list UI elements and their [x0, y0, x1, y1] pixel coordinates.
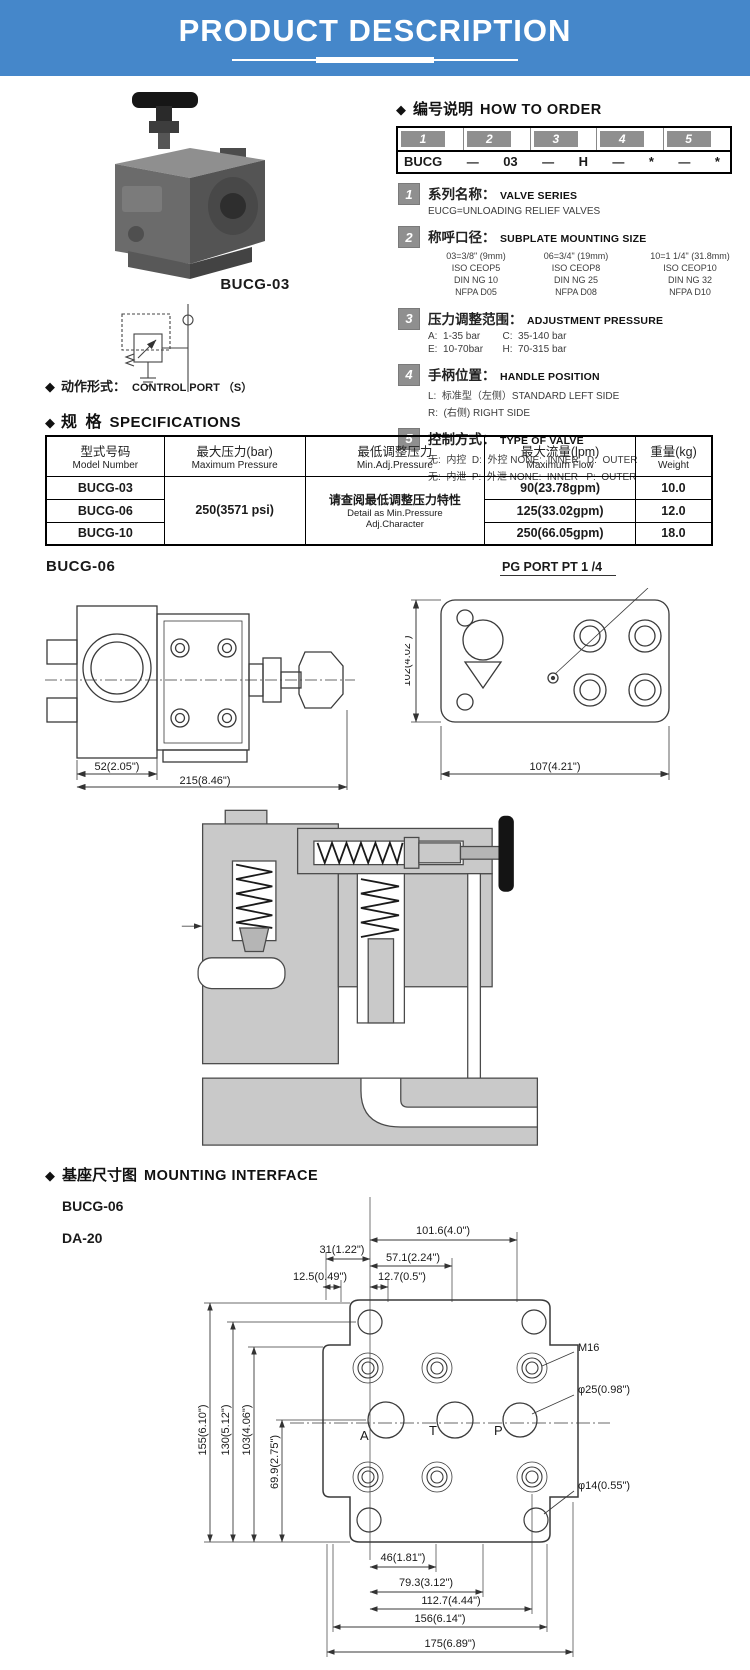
- size-col-03: 03=3/8" (9mm) ISO CEOP5 DIN NG 10 NFPA D…: [446, 251, 506, 298]
- mounting-model-label: BUCG-06: [62, 1198, 124, 1214]
- dim-31: 31(1.22"): [320, 1244, 365, 1256]
- order-item-3: 3 压力调整范围： ADJUSTMENT PRESSURE A: 1-35 ba…: [396, 307, 732, 355]
- order-code-value-row: BUCG — 03 — H — * — *: [404, 154, 720, 169]
- dim-52: 52(2.05"): [95, 761, 140, 773]
- order-code-table: 1 2 3 4 5 BUCG — 03 — H — * — *: [396, 126, 732, 174]
- dim-102: 102(4.02"): [405, 636, 413, 687]
- dim-57: 57.1(2.24"): [386, 1252, 440, 1264]
- dim-101: 101.6(4.0"): [416, 1225, 470, 1237]
- outline-drawing-front-view: 102(4.02") 107(4.21"): [405, 588, 670, 780]
- top-section: BUCG-03 ◆: [0, 76, 750, 483]
- page-title: PRODUCT DESCRIPTION: [178, 13, 572, 48]
- spec-flow-2: 250(66.05gpm): [484, 521, 636, 546]
- dim-215: 215(8.46"): [180, 775, 231, 787]
- order-code-header-row: 1 2 3 4 5: [398, 128, 730, 152]
- cross-section-section: [0, 790, 750, 1162]
- valve-photo: [70, 86, 310, 287]
- callout-d14: φ14(0.55"): [578, 1480, 630, 1492]
- code-col-2: 2: [467, 131, 512, 147]
- outline-drawings-section: BUCG-06 PG PORT PT 1 /4: [0, 550, 750, 790]
- control-port-heading: ◆ 动作形式： CONTROL PORT （S）: [45, 376, 252, 395]
- order-item-2-number: 2: [398, 226, 420, 248]
- code-col-5: 5: [666, 131, 711, 147]
- order-item-1-number: 1: [398, 183, 420, 205]
- order-item-4: 4 手柄位置： HANDLE POSITION L: 标准型（左侧）STANDA…: [396, 363, 732, 419]
- valve-photo-image: [115, 92, 265, 279]
- spec-header-minadj: 最低调整压力 Min.Adj.Pressure: [304, 435, 486, 477]
- spec-header-flow: 最大流量(lpm) Maximum Flow: [484, 435, 636, 477]
- dim-107: 107(4.21"): [530, 761, 581, 773]
- order-item-4-number: 4: [398, 363, 420, 386]
- dim-175: 175(6.89"): [425, 1638, 476, 1650]
- pg-port-label: PG PORT PT 1 /4: [500, 560, 617, 576]
- spec-row-bucg03: BUCG-03 250(3571 psi) 请查阅最低调整压力特性 Detail…: [45, 475, 713, 546]
- specifications-section: ◆ 规 格 SPECIFICATIONS 型式号码 Model Number 最…: [0, 408, 750, 548]
- outline-model-label: BUCG-06: [46, 558, 116, 575]
- dim-127: 12.7(0.5"): [378, 1271, 426, 1283]
- port-p-label: P: [494, 1423, 503, 1438]
- diamond-icon: ◆: [45, 379, 55, 394]
- dim-156: 156(6.14"): [415, 1613, 466, 1625]
- control-port-cn: 动作形式：: [61, 379, 127, 394]
- how-to-order-heading: ◆ 编号说明 HOW TO ORDER: [396, 101, 602, 118]
- mounting-interface-drawing: 101.6(4.0") 31(1.22") 57.1(2.24") 12.5(0…: [197, 1197, 630, 1657]
- code-col-1: 1: [401, 131, 445, 147]
- spec-weight-0: 10.0: [634, 475, 713, 500]
- spec-header-pressure: 最大压力(bar) Maximum Pressure: [163, 435, 306, 477]
- spec-model-1: BUCG-06: [45, 498, 165, 523]
- spec-header-model: 型式号码 Model Number: [45, 435, 165, 477]
- dim-130: 130(5.12"): [220, 1405, 232, 1456]
- spec-max-pressure: 250(3571 psi): [163, 475, 306, 546]
- specifications-heading: ◆ 规 格 SPECIFICATIONS: [45, 414, 242, 431]
- diamond-icon: ◆: [396, 102, 406, 117]
- mounting-heading: ◆ 基座尺寸图 MOUNTING INTERFACE: [45, 1167, 319, 1184]
- size-col-10: 10=1 1/4" (31.8mm) ISO CEOP10 DIN NG 32 …: [650, 251, 730, 298]
- spec-model-0: BUCG-03: [45, 475, 165, 500]
- spec-model-2: BUCG-10: [45, 521, 165, 546]
- page-header: PRODUCT DESCRIPTION: [0, 0, 750, 76]
- spec-header-weight: 重量(kg) Weight: [634, 435, 713, 477]
- dim-125: 12.5(0.49"): [293, 1271, 347, 1283]
- valve-photo-label: BUCG-03: [220, 276, 290, 293]
- mounting-size-columns: 03=3/8" (9mm) ISO CEOP5 DIN NG 10 NFPA D…: [428, 250, 732, 299]
- diamond-icon: ◆: [45, 1168, 55, 1183]
- spec-flow-0: 90(23.78gpm): [484, 475, 636, 500]
- header-underline: [232, 57, 518, 63]
- order-item-2: 2 称呼口径： SUBPLATE MOUNTING SIZE 03=3/8" (…: [396, 226, 732, 299]
- port-t-label: T: [429, 1423, 437, 1438]
- specifications-table: 型式号码 Model Number 最大压力(bar) Maximum Pres…: [45, 435, 713, 546]
- mounting-subplate-label: DA-20: [62, 1230, 103, 1246]
- spec-weight-1: 12.0: [634, 498, 713, 523]
- diamond-icon: ◆: [45, 415, 55, 430]
- cross-section-drawing: [181, 809, 539, 1146]
- spec-header-row: 型式号码 Model Number 最大压力(bar) Maximum Pres…: [45, 435, 713, 477]
- code-col-3: 3: [533, 131, 578, 147]
- spec-weight-2: 18.0: [634, 521, 713, 546]
- mounting-interface-section: ◆ 基座尺寸图 MOUNTING INTERFACE BUCG-06 DA-20: [0, 1162, 750, 1670]
- size-col-06: 06=3/4" (19mm) ISO CEOP8 DIN NG 25 NFPA …: [543, 251, 609, 298]
- dim-155: 155(6.10"): [197, 1405, 209, 1456]
- hydraulic-symbol: [88, 304, 218, 397]
- spec-row-bucg10: BUCG-10 250(66.05gpm) 18.0: [45, 521, 713, 546]
- dim-1127: 112.7(4.44"): [421, 1595, 480, 1607]
- spec-row-bucg06: BUCG-06 125(33.02gpm) 12.0: [45, 498, 713, 523]
- spec-min-adj: 请查阅最低调整压力特性 Detail as Min.Pressure Adj.C…: [304, 475, 486, 546]
- dim-103: 103(4.06"): [241, 1405, 253, 1456]
- control-port-en: CONTROL PORT （S）: [132, 382, 253, 394]
- code-col-4: 4: [600, 131, 645, 147]
- dim-46: 46(1.81"): [381, 1552, 426, 1564]
- spec-flow-1: 125(33.02gpm): [484, 498, 636, 523]
- callout-m16: M16: [578, 1342, 599, 1354]
- dim-793: 79.3(3.12"): [399, 1577, 453, 1589]
- outline-drawing-side-view: 52(2.05") 215(8.46"): [45, 605, 355, 790]
- order-item-1: 1 系列名称： VALVE SERIES EUCG=UNLOADING RELI…: [396, 183, 732, 217]
- dim-699: 69.9(2.75"): [269, 1435, 281, 1489]
- order-item-3-number: 3: [398, 307, 420, 330]
- callout-d25: φ25(0.98"): [578, 1384, 630, 1396]
- port-a-label: A: [360, 1428, 369, 1443]
